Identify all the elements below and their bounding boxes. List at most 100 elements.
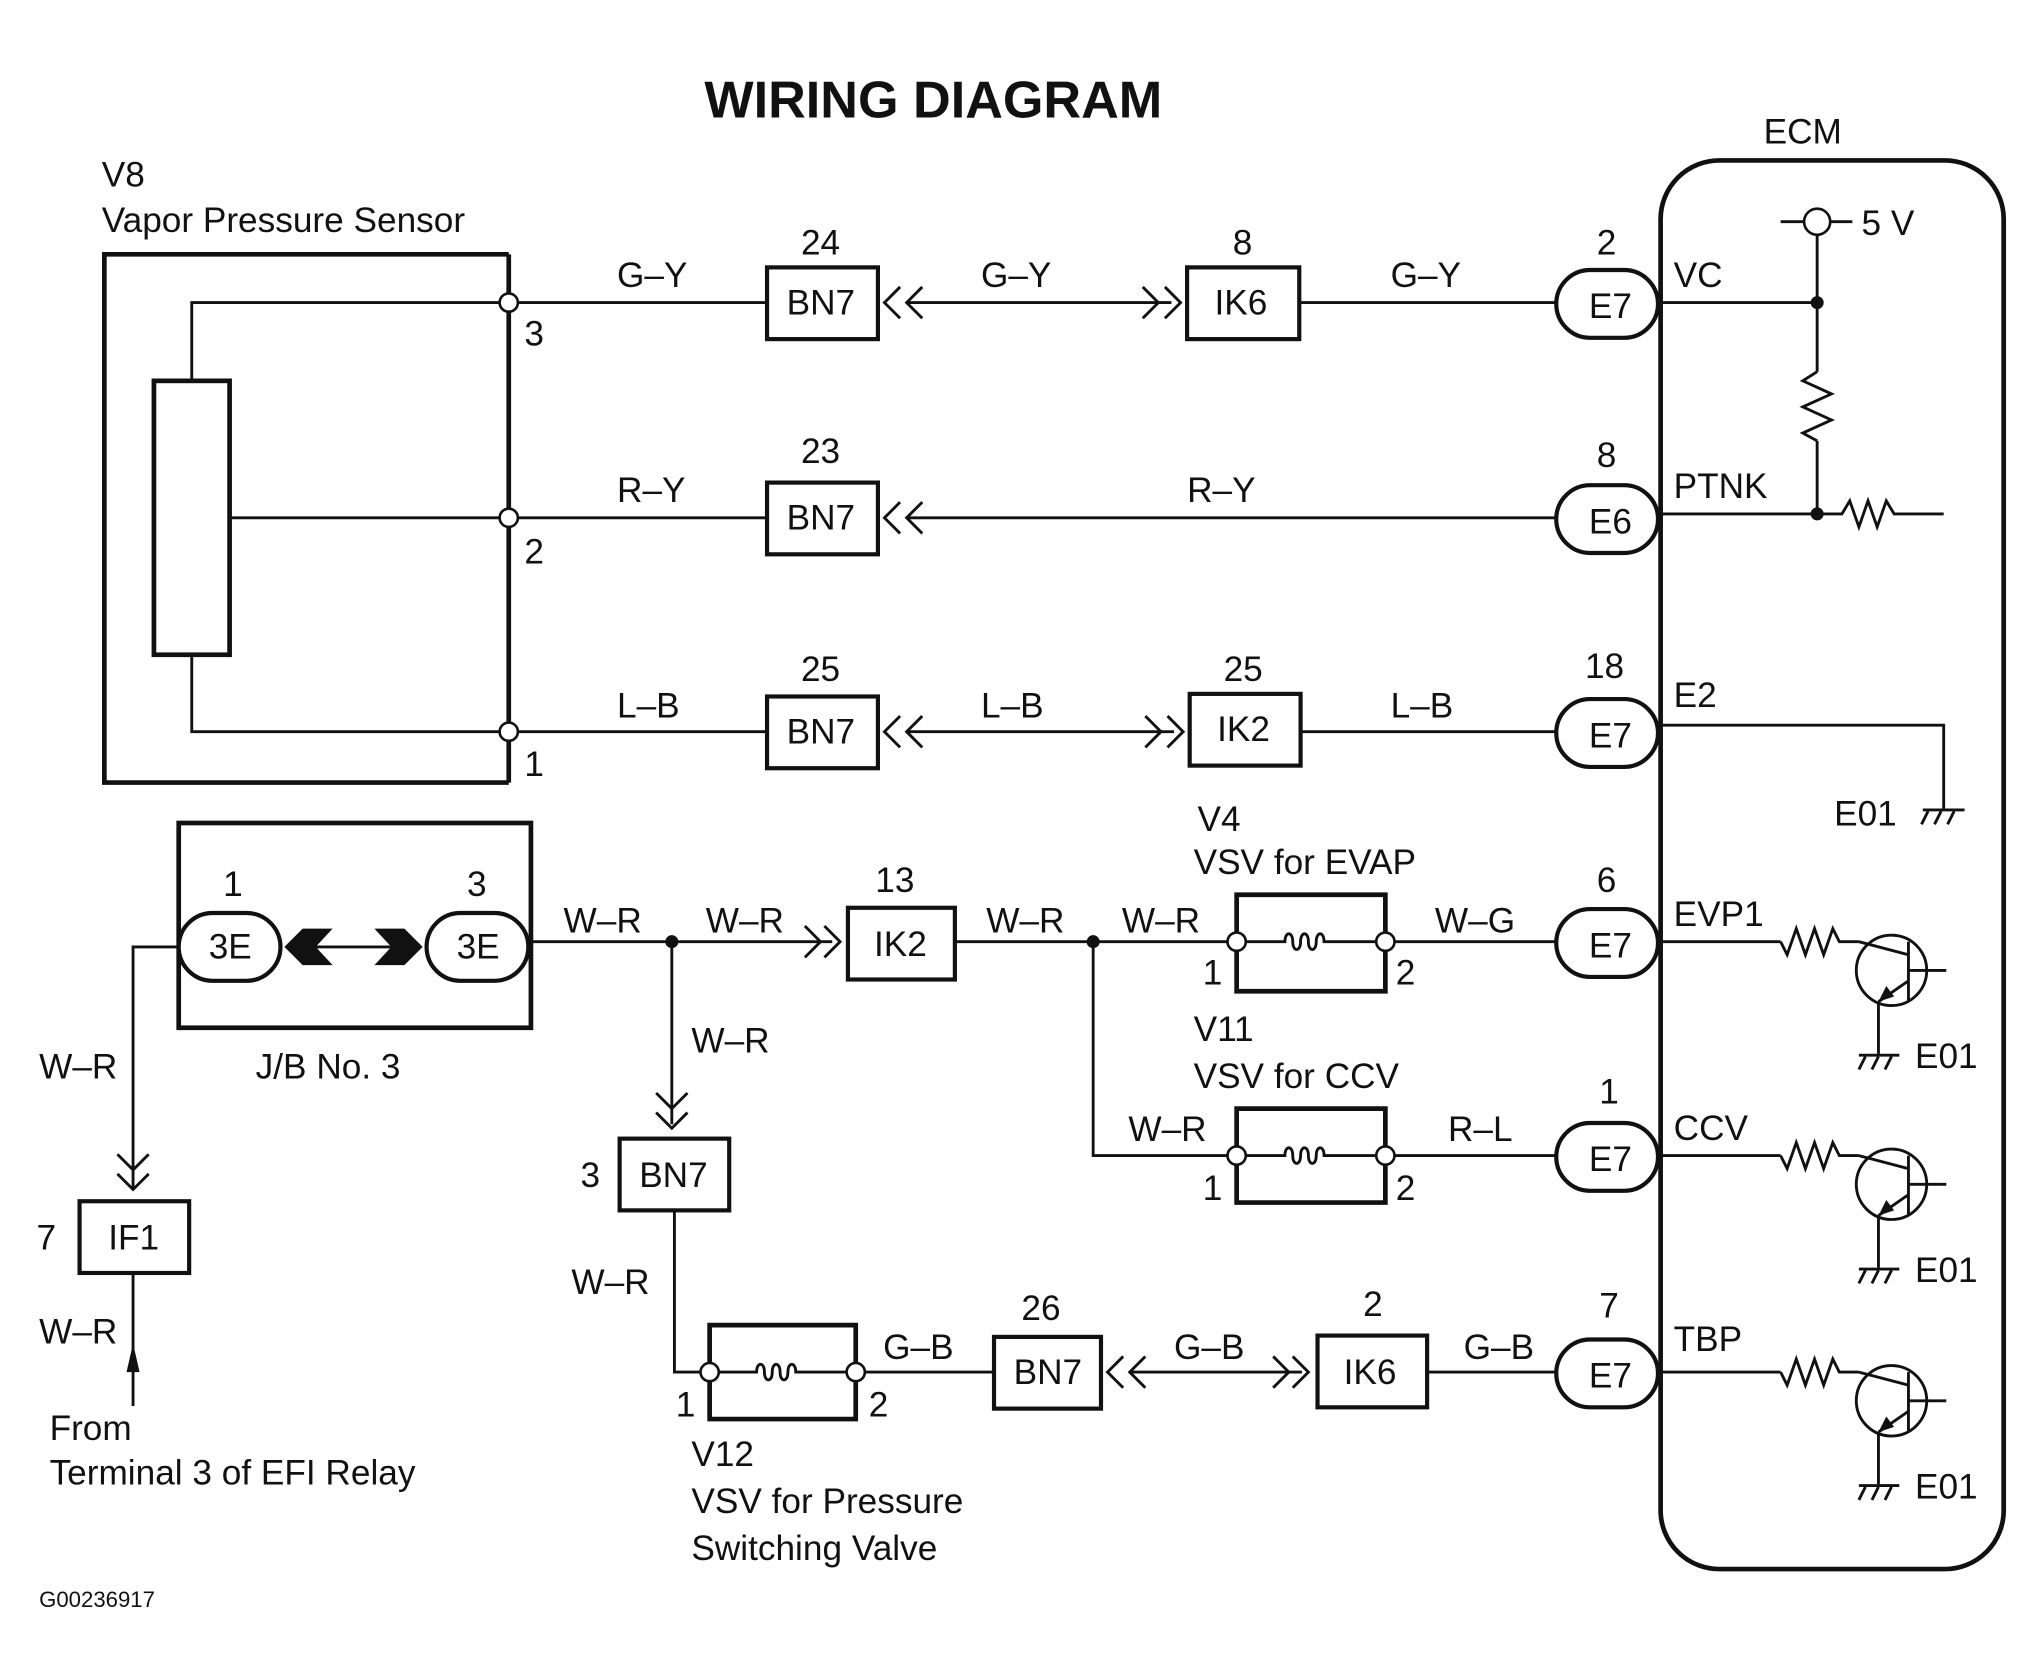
ground-hatch-icon — [1857, 1486, 1893, 1501]
jb-connector-right-pin: 3 — [467, 865, 487, 904]
ground-hatch-icon — [1857, 1055, 1893, 1071]
sensor-id: V8 — [102, 156, 145, 195]
valve-pin — [845, 1361, 867, 1383]
male-terminal-icon — [1291, 1355, 1311, 1389]
connector-pin: 8 — [1233, 223, 1253, 262]
connector-ik2 — [845, 905, 957, 982]
connector-name: BN7 — [787, 712, 855, 751]
ecm-connector-name: E6 — [1589, 502, 1632, 541]
valve-housing — [1234, 1155, 1388, 1205]
ecm-signal-evp1: EVP1 — [1674, 895, 1764, 934]
connector-bn7 — [764, 694, 881, 771]
resistor-icon — [1799, 370, 1835, 443]
jb-connector-left-name: 3E — [209, 928, 252, 967]
male-terminal-icon — [655, 1111, 689, 1131]
ground-label: E01 — [1834, 795, 1897, 834]
male-terminal-icon — [1163, 285, 1183, 320]
ecm-pin: 18 — [1585, 647, 1624, 686]
wire-color-label: W–R — [986, 902, 1064, 941]
wire-color-label: W–G — [1435, 902, 1515, 941]
female-terminal-icon — [882, 285, 902, 320]
connector-name: IK2 — [1217, 710, 1270, 749]
valve-pin — [1226, 1145, 1248, 1167]
emitter-arrow-icon — [1878, 1199, 1895, 1216]
valve-id: V4 — [1198, 800, 1241, 839]
circuit-e2: L–B BN7 25 L–B IK2 25 L–B E7 18 E2 E01 — [517, 647, 1965, 834]
wire-color-label: R–Y — [1187, 471, 1255, 510]
valve-pin — [699, 1361, 721, 1383]
ecm-pin: 7 — [1599, 1286, 1619, 1325]
resistor-icon — [1779, 1138, 1859, 1173]
wire-color-label: G–Y — [1391, 256, 1461, 295]
jb-terminal-icon — [284, 928, 333, 966]
male-terminal-icon — [1166, 715, 1186, 749]
sensor-lead-1 — [190, 654, 509, 734]
wire-color-label: R–Y — [617, 471, 685, 510]
connector-if1 — [77, 1199, 192, 1276]
connector-name: IK6 — [1214, 283, 1267, 322]
vsv-pressure-switching: 1 2 V12 VSV for Pressure Switching Valve… — [676, 1322, 995, 1568]
sensor-lead-3 — [190, 301, 509, 381]
male-terminal-icon — [1144, 715, 1164, 749]
ecm-connector-name: E7 — [1589, 716, 1632, 755]
valve-pin-label: 2 — [869, 1385, 889, 1424]
valve-pin — [1374, 1145, 1396, 1167]
connector-bn7 — [764, 265, 881, 342]
diagram-title: WIRING DIAGRAM — [704, 71, 1162, 129]
figure-id: G00236917 — [39, 1587, 155, 1612]
solenoid-coil-icon — [1245, 1146, 1377, 1165]
emitter-arrow-icon — [1878, 986, 1895, 1002]
junction-block: J/B No. 3 3E 1 3E 3 — [176, 820, 534, 1087]
sensor-element — [151, 378, 232, 658]
ecm-signal-ccv: CCV — [1674, 1109, 1749, 1148]
wire-color-label: L–B — [981, 686, 1044, 725]
valve-housing — [1234, 941, 1388, 994]
wire-color-label: R–L — [1448, 1110, 1513, 1149]
connector-name: IK6 — [1344, 1353, 1397, 1392]
wire-color-label: W–R — [564, 902, 642, 941]
wire-color-label: W–R — [691, 1022, 769, 1061]
arrow-up-icon — [126, 1343, 140, 1373]
male-terminal-icon — [823, 925, 843, 959]
wire-segment — [131, 945, 179, 1190]
connector-bn7 — [764, 480, 881, 557]
sensor-housing — [102, 251, 509, 785]
solenoid-coil-icon — [718, 1362, 847, 1382]
sensor-pin-3 — [498, 292, 520, 314]
ecm-connector-name: E7 — [1589, 1140, 1632, 1179]
connector-pin: 24 — [801, 223, 840, 262]
ecm-connector-e7 — [1554, 1120, 1661, 1193]
supply-symbol-icon — [1802, 207, 1832, 237]
wire-color-label: W–R — [39, 1312, 117, 1351]
ecm-pin: 6 — [1597, 861, 1617, 900]
resistor-icon — [1817, 496, 1944, 532]
valve-housing — [1234, 892, 1388, 942]
circuit-ptnk: R–Y BN7 23 R–Y E6 8 PTNK — [517, 432, 1818, 557]
circuit-tbp: BN7 26 G–B IK6 2 G–B E7 7 TBP — [991, 1285, 1742, 1411]
valve-name: VSV for CCV — [1194, 1057, 1400, 1096]
solenoid-coil-icon — [1245, 932, 1377, 951]
jb-connector-right-name: 3E — [457, 928, 500, 967]
ecm-pin: 1 — [1599, 1072, 1619, 1111]
ecm-connector-name: E7 — [1589, 926, 1632, 965]
valve-name-line1: VSV for Pressure — [691, 1482, 963, 1521]
ecm-connector-e7 — [1554, 267, 1661, 340]
connector-ik6 — [1315, 1333, 1430, 1410]
emitter-arrow-icon — [1878, 1416, 1895, 1433]
valve-pin — [1374, 931, 1396, 953]
resistor-icon — [1779, 924, 1859, 960]
connector-pin: 23 — [801, 432, 840, 471]
wire-color-label: G–B — [1174, 1328, 1244, 1367]
connector-name: IF1 — [108, 1219, 159, 1258]
wire-color-label: G–B — [1464, 1328, 1534, 1367]
sensor-name: Vapor Pressure Sensor — [102, 201, 466, 240]
wire-segment — [672, 1210, 702, 1374]
male-terminal-icon — [1272, 1355, 1291, 1389]
sensor-pin-3-label: 3 — [524, 315, 544, 354]
connector-name: BN7 — [787, 499, 855, 538]
ecm-connector-name: E7 — [1589, 1357, 1632, 1396]
jb-connector-left-pin: 1 — [223, 865, 243, 904]
wire-color-label: W–R — [571, 1263, 649, 1302]
